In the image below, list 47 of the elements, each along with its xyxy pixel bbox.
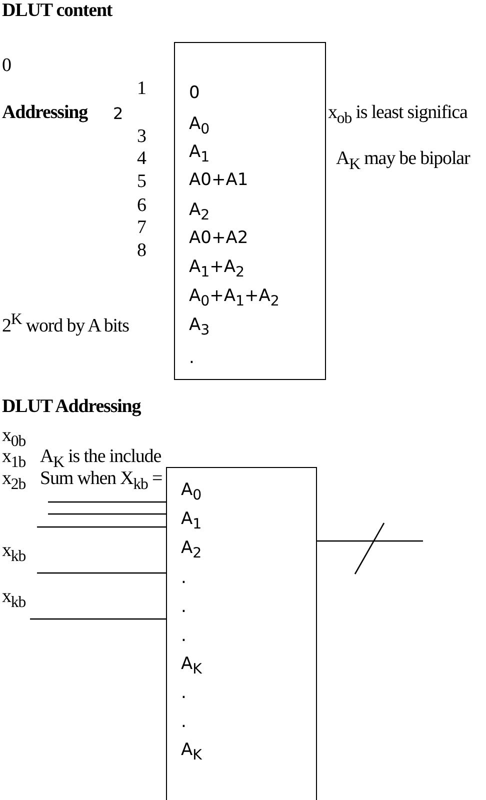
port-label: . [181, 597, 186, 617]
signal-line [317, 540, 423, 542]
note-text: Sum when X$_{kb}$ = [40, 469, 162, 495]
number: 0 [2, 55, 11, 77]
memory-entry: A0+A1 [189, 170, 248, 190]
number: 4 [137, 148, 146, 170]
note-text: A$_{K}$ may be bipolar [336, 148, 470, 175]
port-label: . [181, 683, 186, 703]
memory-box [174, 42, 326, 380]
note-text: 2$^{K}$ word by A bits [2, 310, 129, 338]
number: 6 [137, 195, 146, 217]
number: 7 [137, 217, 146, 239]
title: DLUT content [2, 0, 112, 22]
memory-entry: A$_{1}$+A$_{2}$ [189, 257, 245, 282]
number: 2 [113, 103, 123, 125]
signal-line [30, 618, 166, 620]
port-label: A$_{K}$ [181, 740, 202, 766]
note-text: A$_{K}$ is the include [40, 447, 162, 471]
signal-line [48, 501, 166, 503]
number: 1 [137, 78, 146, 100]
number: 3 [137, 126, 146, 148]
port-label: A$_{0}$ [181, 480, 202, 506]
signal-line [37, 572, 166, 574]
signal-line [37, 526, 166, 528]
signal-label: x$_{kb}$ [2, 586, 26, 613]
number: 5 [137, 171, 146, 193]
memory-entry: A$_{2}$ [189, 200, 210, 226]
port-label: . [181, 626, 186, 646]
memory-entry: A0+A2 [189, 228, 248, 248]
note-text: x$_{ob}$ is least significa [328, 102, 468, 129]
port-label: A$_{2}$ [181, 538, 202, 564]
port-label: . [181, 712, 186, 732]
memory-entry: A$_{3}$ [189, 315, 210, 340]
heading: Addressing [2, 102, 88, 124]
signal-line [48, 513, 166, 515]
port-label: A$_{K}$ [181, 654, 202, 680]
number: 8 [137, 240, 146, 262]
memory-entry: . [189, 348, 194, 368]
port-label: . [181, 568, 186, 588]
memory-entry: A$_{0}$+A$_{1}$+A$_{2}$ [189, 286, 280, 312]
port-label: A$_{1}$ [181, 509, 202, 534]
signal-label: x$_{kb}$ [2, 540, 26, 567]
memory-entry: 0 [189, 83, 200, 103]
memory-entry: A$_{0}$ [189, 114, 210, 140]
dlut-box [166, 467, 317, 800]
heading: DLUT Addressing [2, 396, 141, 418]
memory-entry: A$_{1}$ [189, 142, 210, 168]
